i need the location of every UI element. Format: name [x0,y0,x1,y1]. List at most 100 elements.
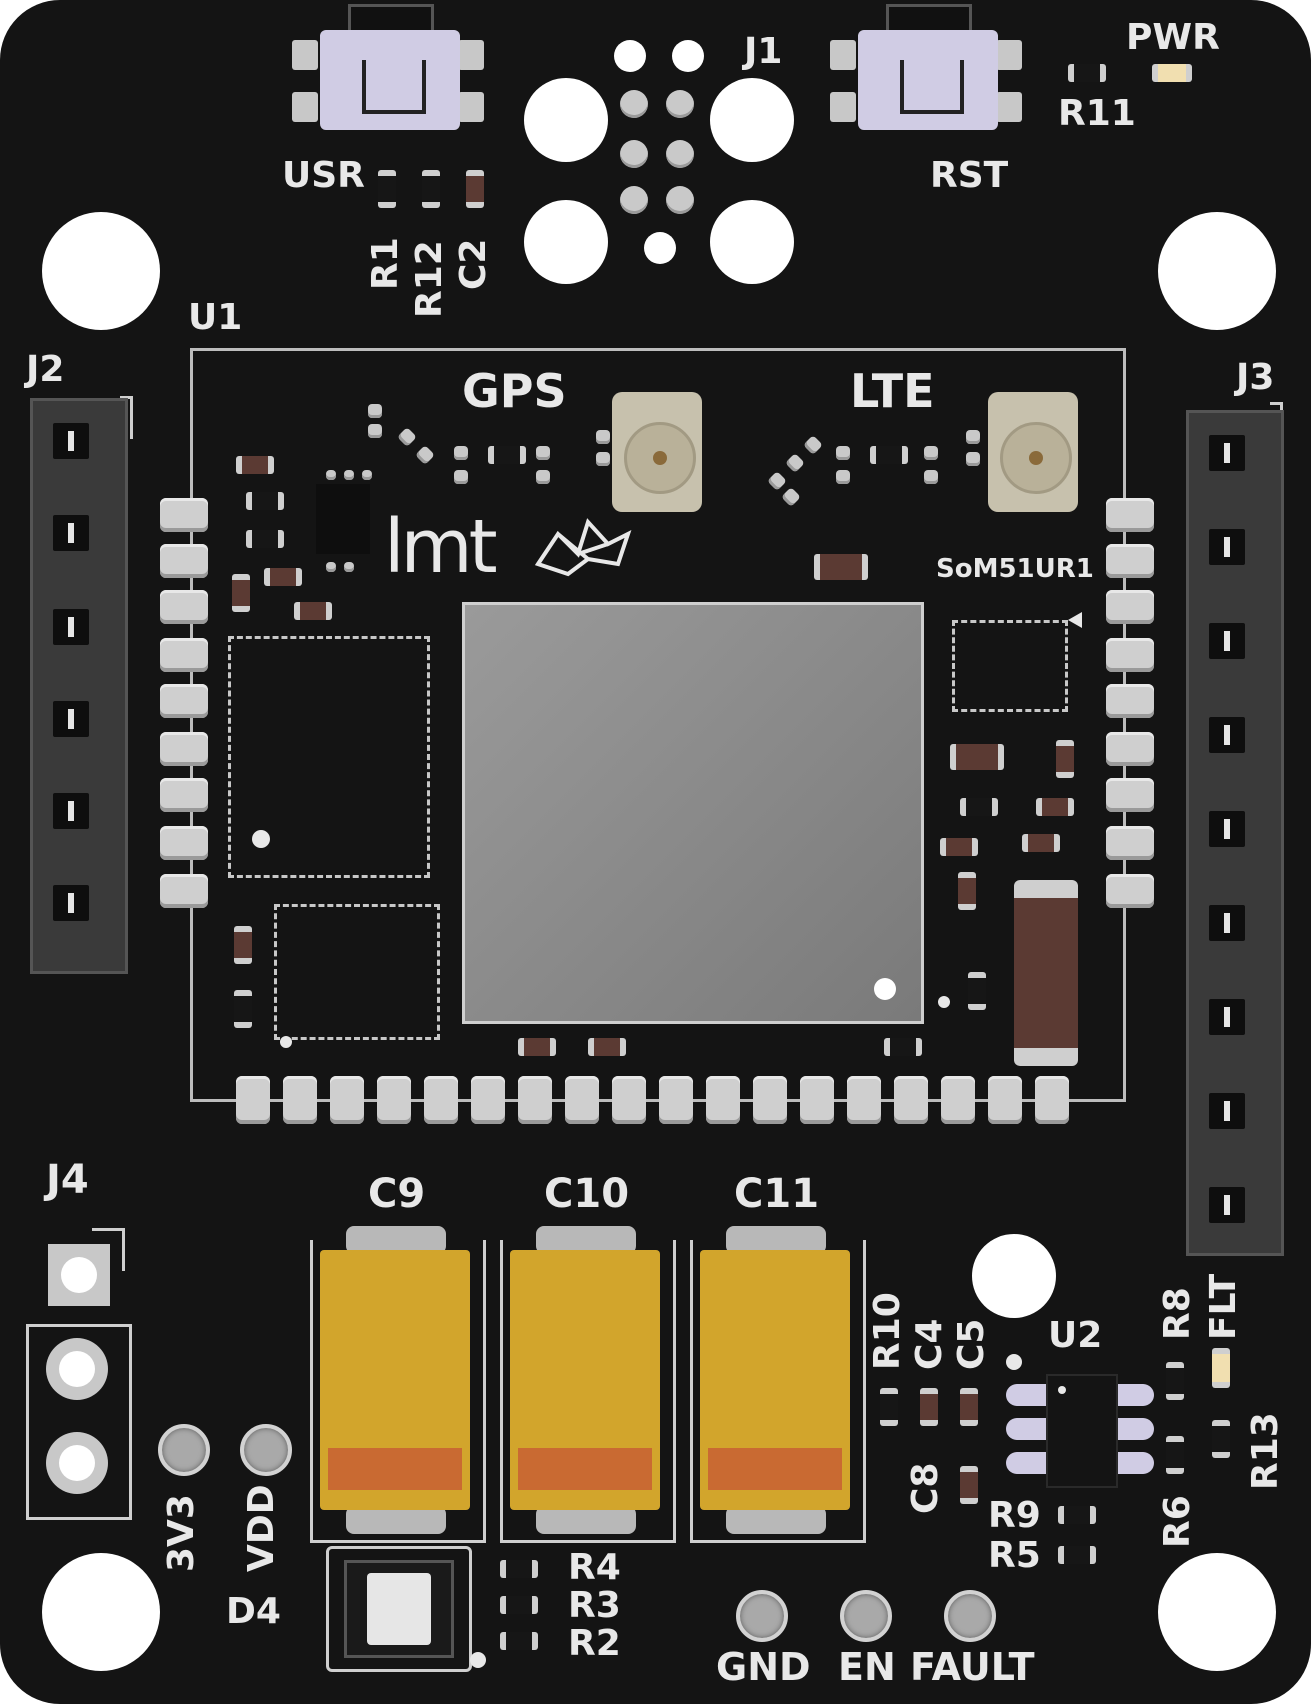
j3-pin[interactable] [1209,1187,1245,1223]
j1-pad [666,140,694,168]
u1-pad [1106,778,1154,812]
u1-pad [1035,1076,1069,1124]
rst-button-pad [830,40,856,70]
pwr-led [1152,64,1192,82]
r8-label: R8 [1157,1287,1198,1340]
c10-tab [536,1506,636,1534]
c8-label: C8 [905,1462,946,1514]
rst-button-mark [900,60,964,114]
j3-pin[interactable] [1209,905,1245,941]
d4-led-lens [367,1573,431,1645]
j3-pin[interactable] [1209,435,1245,471]
smd-resistor [884,1038,922,1056]
mounting-hole-top-right [1158,212,1276,330]
j2-pin[interactable] [53,515,89,551]
j1-label: J1 [744,31,783,72]
rf-resistor [488,446,526,464]
u1-pad [1106,826,1154,860]
j1-hole [710,78,794,162]
j1-pad [620,90,648,118]
j3-pin[interactable] [1209,1093,1245,1129]
j2-pin[interactable] [53,609,89,645]
rf-pad [924,470,938,484]
u1-pad [471,1076,505,1124]
smd-resistor [968,972,986,1010]
j3-pin[interactable] [1209,811,1245,847]
mounting-hole-bottom-right [1158,1553,1276,1671]
ic-small-pad [344,562,354,572]
smd-capacitor [236,456,274,474]
rf-pad [454,446,468,460]
u1-pad [160,826,208,860]
testpoint-en[interactable] [840,1590,892,1642]
j4-pad-square[interactable] [48,1244,110,1306]
j3-pin[interactable] [1209,717,1245,753]
usr-button-pad [292,40,318,70]
j2-header [30,398,128,974]
j1-hole [524,78,608,162]
r9-label: R9 [988,1495,1041,1536]
mounting-hole-mid [972,1234,1056,1318]
rf-pad [836,446,850,460]
rf-pad [836,470,850,484]
u1-pad [612,1076,646,1124]
c10-tab [536,1226,636,1254]
j4-pad-round[interactable] [46,1432,108,1494]
r3-label: R3 [568,1585,621,1626]
j2-pin[interactable] [53,885,89,921]
r11-label: R11 [1058,93,1136,134]
j2-pin[interactable] [53,423,89,459]
c9-tab [346,1226,446,1254]
j2-pin[interactable] [53,701,89,737]
j4-pad-round[interactable] [46,1338,108,1400]
usr-button[interactable] [320,30,460,130]
j4-label: J4 [46,1157,89,1203]
r12-label: R12 [409,240,450,318]
j2-silk-corner [120,396,133,439]
main-shield-can [462,602,924,1024]
smd-capacitor [588,1038,626,1056]
rst-button-pad [996,40,1022,70]
j1-hole [524,200,608,284]
smd-capacitor [958,872,976,910]
r6-resistor [1166,1436,1184,1474]
j1-hole-small [644,232,676,264]
c9-polarity-stripe [328,1448,462,1490]
testpoint-fault[interactable] [944,1590,996,1642]
usr-button-pad [458,92,484,122]
r6-label: R6 [1157,1495,1198,1548]
lte-label: LTE [850,364,935,418]
c9-capacitor [320,1250,470,1510]
r8-resistor [1166,1362,1184,1400]
usr-label: USR [282,155,365,196]
ref-dot [280,1036,292,1048]
c4-label: C4 [909,1318,950,1370]
j2-pin[interactable] [53,793,89,829]
j4-outline [26,1324,132,1520]
j3-pin[interactable] [1209,529,1245,565]
r4-label: R4 [568,1547,621,1588]
lte-antenna-connector[interactable] [988,392,1078,512]
mounting-hole-top-left [42,212,160,330]
testpoint-vdd[interactable] [240,1424,292,1476]
usr-button-pad [292,92,318,122]
rst-button-pad [830,92,856,122]
rf-resistor [870,446,908,464]
smd-capacitor [294,602,332,620]
smd-capacitor [234,926,252,964]
flt-label: FLT [1203,1273,1244,1340]
rf-pad [924,446,938,460]
inductor [1014,880,1078,1066]
gps-antenna-connector[interactable] [612,392,702,512]
rf-pad [536,446,550,460]
rst-button[interactable] [858,30,998,130]
testpoint-3v3[interactable] [158,1424,210,1476]
j3-pin[interactable] [1209,623,1245,659]
j3-pin[interactable] [1209,999,1245,1035]
j4-hole [59,1445,95,1481]
r9-resistor [1058,1506,1096,1524]
gps-label: GPS [462,364,567,418]
testpoint-gnd[interactable] [736,1590,788,1642]
rf-pad [454,470,468,484]
